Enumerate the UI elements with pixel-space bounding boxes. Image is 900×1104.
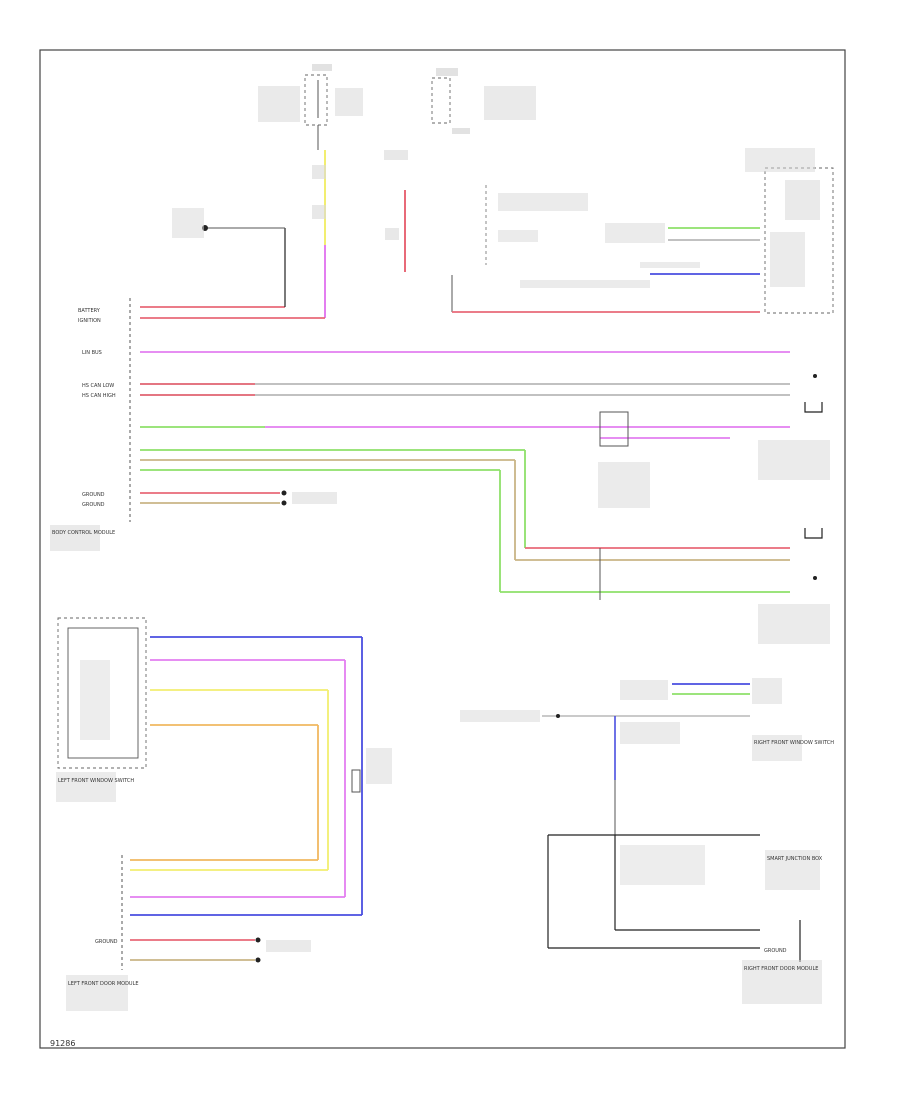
lf-window-switch: LEFT FRONT WINDOW SWITCH [56,617,147,802]
bcm-pin-ground-1: GROUND [82,492,105,498]
rf-window-switch: RIGHT FRONT WINDOW SWITCH [460,678,834,835]
fuse-block-left [258,64,363,126]
fuse-block-right [431,68,536,134]
smart-junction-box-label: SMART JUNCTION BOX [767,856,823,862]
bcm-pin-can-low: HS CAN LOW [82,383,114,389]
rf-window-switch-label: RIGHT FRONT WINDOW SWITCH [754,740,834,746]
rf-ground-tag: GROUND [764,948,787,954]
power-feed-wires [312,125,408,318]
right-front-door-module-label: RIGHT FRONT DOOR MODULE [744,966,818,972]
right-front-door-module: SMART JUNCTION BOX RIGHT FRONT DOOR MODU… [547,834,823,1004]
bcm-connector: BODY CONTROL MODULE [50,298,131,551]
footer-code: 91286 [50,1039,75,1048]
bcm-label: BODY CONTROL MODULE [52,530,115,536]
lf-window-switch-label: LEFT FRONT WINDOW SWITCH [58,778,134,784]
bcm-pin-battery: BATTERY [78,308,101,314]
lf-door-wires [150,636,392,915]
bcm-pin-ground-2: GROUND [82,502,105,508]
bcm-pin-labels: BATTERY IGNITION LIN BUS HS CAN LOW HS C… [78,308,116,508]
bcm-pin-ignition: IGNITION [78,318,101,324]
lf-ground-tag: GROUND [95,939,118,945]
bcm-pin-can-high: HS CAN HIGH [82,393,116,399]
bcm-wires [140,208,790,593]
bcm-pin-lin: LIN BUS [82,350,102,356]
diagram-border [39,49,846,1049]
left-front-door-module: LEFT FRONT DOOR MODULE GROUND [66,855,362,1011]
right-connectors [598,374,830,644]
right-module-top [605,148,834,314]
left-front-door-module-label: LEFT FRONT DOOR MODULE [68,981,139,987]
junction-area-top-right [451,185,760,313]
